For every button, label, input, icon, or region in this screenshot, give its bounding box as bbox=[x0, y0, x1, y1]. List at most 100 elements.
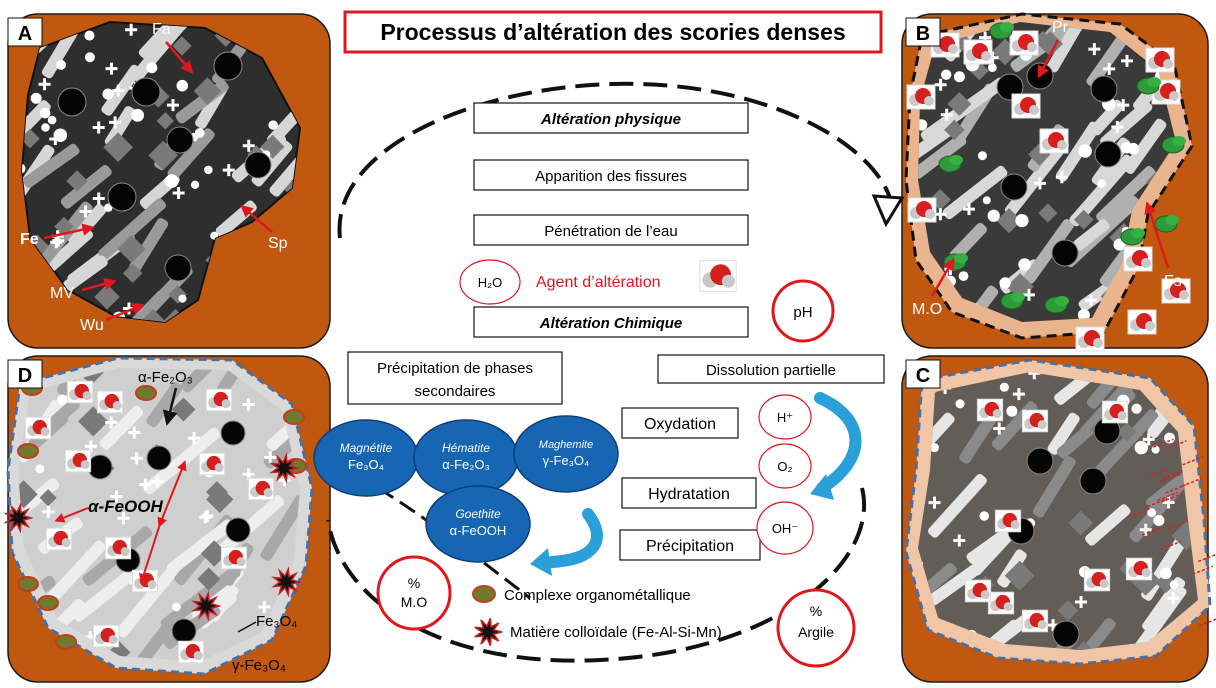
vesicle bbox=[987, 63, 997, 72]
vesicle bbox=[1015, 213, 1029, 228]
iron-bead bbox=[1052, 620, 1080, 648]
vesicle bbox=[204, 165, 213, 175]
mo-percent-label: M.O bbox=[401, 594, 428, 610]
lath-crystal bbox=[154, 22, 202, 51]
spinel-crystal bbox=[947, 92, 972, 116]
lath-crystal bbox=[63, 255, 108, 292]
vesicle bbox=[977, 151, 987, 161]
vesicle bbox=[39, 107, 51, 119]
svg-text:Hydratation: Hydratation bbox=[648, 486, 730, 503]
svg-text:Altération physique: Altération physique bbox=[540, 111, 681, 128]
lath-crystal bbox=[22, 100, 51, 160]
vesicle bbox=[176, 79, 189, 92]
spinel-crystal bbox=[944, 119, 965, 141]
label-fa: Fa bbox=[152, 21, 171, 38]
cycle-arrow-bottom bbox=[326, 487, 866, 663]
iron-bead bbox=[1079, 467, 1107, 495]
spinel-crystal bbox=[172, 36, 192, 56]
arrow-mv bbox=[81, 277, 117, 292]
clay-percent-sign: % bbox=[810, 603, 822, 619]
vesicle bbox=[940, 69, 952, 80]
blue-arrowhead-left bbox=[530, 548, 552, 576]
dendrite-crystal bbox=[934, 78, 947, 91]
spinel-crystal bbox=[122, 263, 143, 283]
colloidal-matter bbox=[269, 452, 300, 484]
arrow-pr bbox=[1037, 39, 1060, 79]
dissolution-mark bbox=[1182, 456, 1203, 466]
organic-matter bbox=[1011, 292, 1025, 302]
vesicle bbox=[1131, 403, 1142, 414]
dissolution-mark bbox=[1162, 469, 1183, 480]
lath-crystal bbox=[1096, 166, 1156, 224]
dendrite-crystal bbox=[105, 416, 118, 429]
svg-text:Goethite: Goethite bbox=[455, 507, 501, 521]
h2o-circle bbox=[459, 259, 521, 305]
hydrogen-atom bbox=[992, 409, 1002, 419]
iron-bead bbox=[146, 445, 172, 471]
iron-bead bbox=[164, 254, 192, 282]
hydrogen-atom bbox=[1141, 568, 1151, 578]
dendrite-crystal bbox=[105, 62, 118, 75]
hydrogen-atom bbox=[1179, 290, 1189, 300]
lath-crystal bbox=[1100, 100, 1153, 148]
organic-matter bbox=[949, 155, 963, 165]
lath-crystal bbox=[116, 557, 185, 638]
vesicle bbox=[1077, 309, 1090, 322]
svg-text:Précipitation: Précipitation bbox=[646, 538, 734, 555]
dendrite-crystal bbox=[1103, 62, 1116, 75]
dendrite-crystal bbox=[993, 422, 1006, 435]
label-fe: Fe bbox=[20, 231, 39, 248]
panel-d-decorations bbox=[3, 380, 307, 664]
dendrite-crystal bbox=[92, 121, 105, 134]
dissolution-mark bbox=[1141, 526, 1163, 536]
hydrogen-atom bbox=[221, 399, 231, 409]
dendrite-crystal bbox=[1139, 523, 1152, 536]
step-physical: Altération physique bbox=[473, 102, 749, 134]
iron-bead bbox=[1094, 140, 1122, 168]
vesicle bbox=[1127, 142, 1140, 155]
dissolution-mark bbox=[1198, 553, 1216, 563]
lath-crystal bbox=[1128, 585, 1187, 650]
vesicle bbox=[171, 602, 181, 612]
lath-crystal bbox=[72, 568, 137, 622]
vesicle bbox=[164, 174, 179, 188]
vesicle bbox=[1097, 179, 1106, 188]
blue-arrow-right bbox=[814, 392, 862, 494]
colloidal-matter bbox=[191, 590, 222, 622]
arrow-fe bbox=[43, 223, 95, 240]
blue-arrow-left bbox=[546, 508, 603, 568]
hydrogen-atom bbox=[924, 96, 934, 106]
iron-bead bbox=[244, 151, 272, 179]
slag-particle-a bbox=[20, 20, 302, 324]
dendrite-crystal bbox=[1142, 433, 1155, 446]
iron-bead bbox=[166, 126, 194, 154]
vesicle bbox=[982, 196, 991, 205]
hydrogen-atom bbox=[1010, 520, 1020, 530]
svg-text:Précipitation de phases: Précipitation de phases bbox=[377, 360, 533, 377]
h-plus-circle bbox=[758, 394, 812, 440]
dendrite-crystal bbox=[264, 451, 277, 464]
vesicle bbox=[35, 464, 45, 474]
ph-label: pH bbox=[793, 304, 812, 321]
hydrogen-atom bbox=[147, 580, 157, 590]
lath-crystal bbox=[928, 474, 987, 538]
lath-crystal bbox=[18, 478, 60, 542]
vesicle bbox=[30, 92, 42, 104]
h-plus-label: H⁺ bbox=[777, 410, 793, 425]
svg-text:Fe₃O₄: Fe₃O₄ bbox=[348, 457, 384, 472]
vesicle bbox=[53, 128, 68, 142]
organic-matter bbox=[1000, 22, 1014, 32]
svg-text:Hématite: Hématite bbox=[442, 441, 490, 455]
step-precip-phases: Précipitation de phases secondaires bbox=[347, 351, 563, 405]
dendrite-crystal bbox=[117, 512, 130, 525]
svg-text:secondaires: secondaires bbox=[415, 383, 496, 400]
svg-text:Complexe organométallique: Complexe organométallique bbox=[504, 587, 691, 604]
hydrogen-atom bbox=[1029, 105, 1039, 115]
lath-crystal bbox=[1023, 219, 1075, 284]
vesicle bbox=[955, 399, 965, 409]
diagram-title: Processus d’altération des scories dense… bbox=[380, 19, 845, 45]
hydrogen-atom bbox=[263, 488, 273, 498]
lath-crystal bbox=[949, 222, 988, 262]
dissolution-mark bbox=[1149, 467, 1171, 478]
